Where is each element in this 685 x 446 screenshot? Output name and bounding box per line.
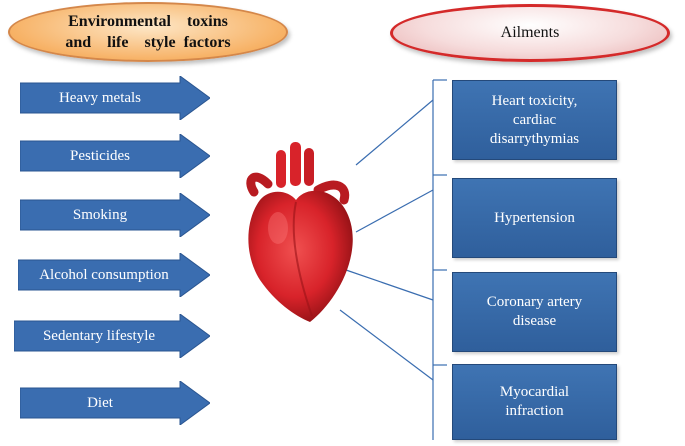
- ailments-header: Ailments: [390, 4, 670, 62]
- factors-header: Environmental toxins and life style fact…: [8, 2, 288, 62]
- factor-arrow-smoking: Smoking: [20, 193, 210, 237]
- ailment-label: Hypertension: [494, 209, 575, 226]
- factor-label: Heavy metals: [58, 89, 142, 106]
- factor-label: Alcohol consumption: [39, 266, 169, 283]
- factors-header-line1: Environmental toxins: [68, 13, 228, 30]
- factor-arrow-pesticides: Pesticides: [20, 134, 210, 178]
- connector-3: [345, 269, 434, 301]
- factor-arrow-diet: Diet: [20, 381, 210, 425]
- heart-icon: [246, 142, 353, 322]
- ailment-hypertension: Hypertension: [452, 178, 617, 258]
- connector-2: [355, 189, 434, 233]
- ailment-myocardial-infraction: Myocardial infraction: [452, 364, 617, 440]
- factor-label: Smoking: [72, 206, 128, 223]
- ailments-header-label: Ailments: [500, 24, 560, 41]
- factor-label: Diet: [87, 394, 113, 411]
- factor-arrow-heavy-metals: Heavy metals: [20, 76, 210, 120]
- ailment-coronary-artery-disease: Coronary artery disease: [452, 272, 617, 352]
- factor-arrow-alcohol: Alcohol consumption: [18, 253, 210, 297]
- ailment-heart-toxicity: Heart toxicity, cardiac disarrythymias: [452, 80, 617, 160]
- factor-label: Pesticides: [70, 147, 130, 164]
- connector-4: [339, 309, 434, 381]
- factor-label: Sedentary lifestyle: [42, 327, 156, 344]
- factor-arrow-sedentary: Sedentary lifestyle: [14, 314, 210, 358]
- connector-1: [355, 99, 434, 166]
- ailment-label: Heart toxicity, cardiac disarrythymias: [489, 92, 580, 147]
- ailment-label: Coronary artery disease: [486, 294, 583, 329]
- ailment-label: Myocardial infraction: [499, 384, 570, 419]
- factors-header-line2: and life style factors: [65, 34, 231, 51]
